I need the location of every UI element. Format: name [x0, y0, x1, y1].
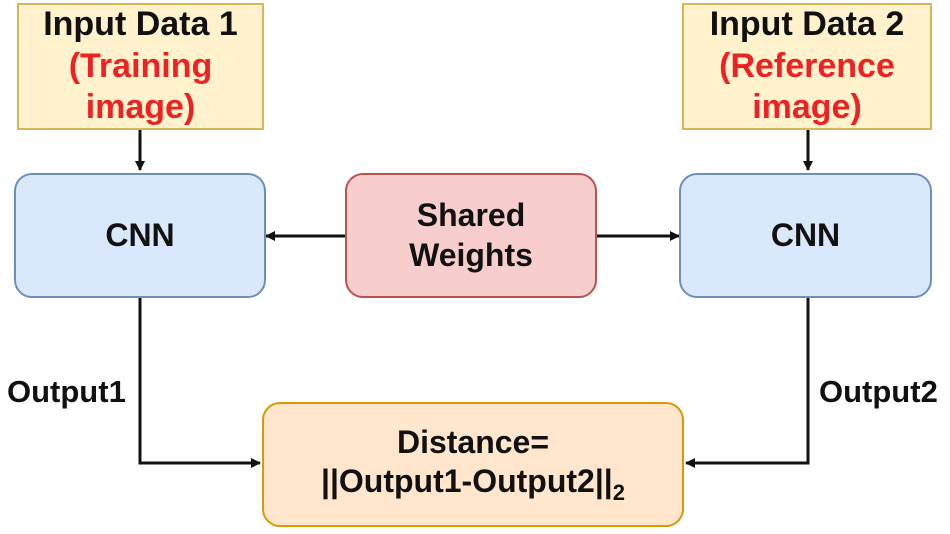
cnn-right-box: CNN [679, 173, 932, 298]
shared-weights-line1: Shared [416, 197, 526, 234]
input-data-1-subtitle-line2: image) [85, 88, 196, 127]
input-data-1-box: Input Data 1 (Training image) [17, 3, 264, 130]
distance-line2: ||Output1-Output2||2 [321, 462, 625, 507]
distance-subscript: 2 [612, 479, 625, 505]
cnn-left-box: CNN [14, 173, 266, 298]
input-data-2-title: Input Data 2 [709, 5, 905, 44]
distance-box: Distance= ||Output1-Output2||2 [262, 402, 684, 527]
input-data-2-subtitle-line2: image) [752, 88, 862, 127]
cnn-left-label: CNN [105, 216, 175, 253]
distance-formula: ||Output1-Output2|| [321, 462, 613, 499]
output2-label: Output2 [819, 374, 938, 409]
input-data-1-title: Input Data 1 [43, 5, 238, 44]
input-data-1-subtitle-line1: (Training [68, 46, 213, 85]
output1-label: Output1 [7, 374, 126, 409]
shared-weights-box: Shared Weights [345, 173, 597, 298]
arrow-cnn-right-to-distance [685, 298, 810, 468]
input-data-2-subtitle-line1: (Reference [719, 46, 895, 85]
shared-weights-line2: Weights [409, 236, 533, 273]
cnn-right-label: CNN [770, 216, 841, 253]
input-data-2-box: Input Data 2 (Reference image) [682, 3, 932, 130]
distance-line1: Distance= [396, 423, 550, 460]
arrow-cnn-left-to-distance [138, 298, 261, 468]
